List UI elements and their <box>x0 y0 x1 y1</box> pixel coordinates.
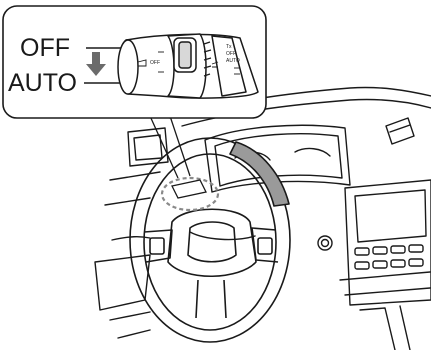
wheel-spoke-bottom <box>196 280 226 318</box>
right-vent-slat <box>390 125 410 132</box>
auto-label: AUTO <box>8 69 77 97</box>
center-screen <box>355 190 426 242</box>
off-label: OFF <box>20 34 70 62</box>
stalk-end-cap <box>118 40 138 94</box>
left-panel <box>128 128 168 166</box>
wheel-hub <box>168 209 256 276</box>
left-lower-dash <box>105 172 160 240</box>
left-panel-inner <box>134 135 162 160</box>
left-spoke-buttons <box>150 238 164 254</box>
center-knob <box>318 236 332 250</box>
stalk-mark-left: OFF <box>150 60 160 66</box>
wheel-hub-center <box>188 222 236 262</box>
left-door-lines-2 <box>110 312 150 338</box>
stalk-mark-top2: OFF <box>226 51 236 57</box>
wheel-spoke-right <box>252 228 278 262</box>
right-spoke-buttons <box>258 238 272 254</box>
right-vent <box>386 118 414 144</box>
stalk-mark-top1: Tx <box>226 44 232 50</box>
callout-box: OFF AUTO OFF Tx <box>3 6 266 118</box>
wheel-grip-shaded <box>230 142 289 206</box>
steering-column <box>190 232 255 239</box>
lever-stub <box>172 180 206 198</box>
stalk-mark-top3: AUTO <box>226 58 240 64</box>
cluster-dial-right <box>295 149 330 156</box>
center-console-lower <box>340 272 430 295</box>
shift-area <box>360 306 410 350</box>
left-door-lines <box>95 255 150 310</box>
steering-wheel <box>130 138 290 342</box>
center-knob-inner <box>322 240 329 247</box>
center-control-row <box>355 245 423 269</box>
stalk-rotary-window-inner <box>179 42 191 68</box>
